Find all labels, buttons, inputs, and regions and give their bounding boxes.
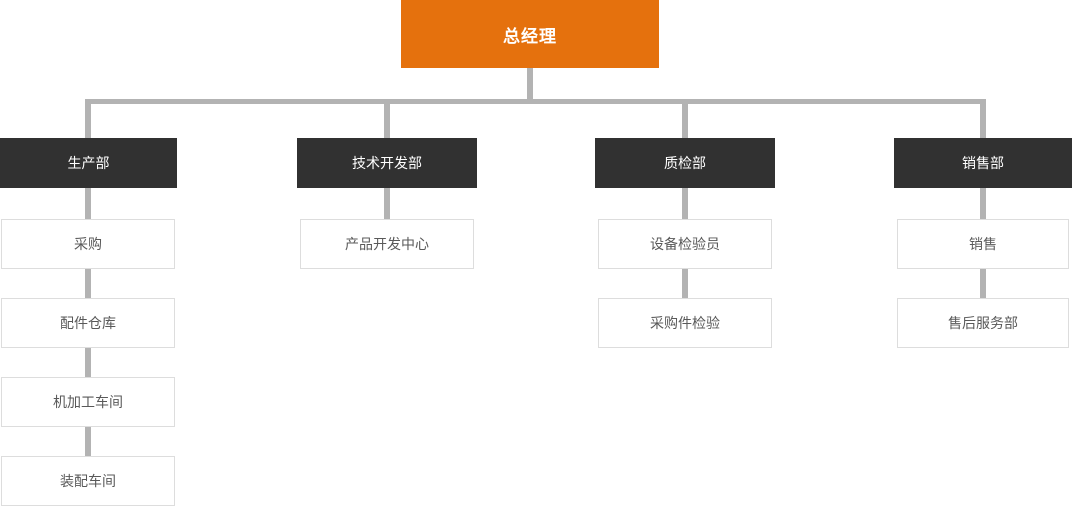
connector-horizontal-line bbox=[85, 99, 986, 104]
org-node-production-dept: 生产部 bbox=[0, 138, 177, 188]
connector-root-stub bbox=[527, 68, 533, 99]
org-node-parts-warehouse: 配件仓库 bbox=[1, 298, 175, 348]
connector-line bbox=[85, 427, 91, 456]
connector-line bbox=[682, 188, 688, 219]
org-node-equipment-inspector: 设备检验员 bbox=[598, 219, 772, 269]
org-node-procurement: 采购 bbox=[1, 219, 175, 269]
org-node-purchased-parts-inspection: 采购件检验 bbox=[598, 298, 772, 348]
org-node-quality-inspection-dept: 质检部 bbox=[595, 138, 775, 188]
connector-line bbox=[85, 348, 91, 377]
org-node-sales: 销售 bbox=[897, 219, 1069, 269]
org-node-after-sales-service-dept: 售后服务部 bbox=[897, 298, 1069, 348]
connector-line bbox=[682, 269, 688, 298]
connector-line bbox=[384, 188, 390, 219]
connector-drop-quality bbox=[682, 104, 688, 138]
connector-line bbox=[85, 269, 91, 298]
org-node-product-development-center: 产品开发中心 bbox=[300, 219, 474, 269]
connector-line bbox=[980, 188, 986, 219]
connector-drop-sales bbox=[980, 104, 986, 138]
org-node-technology-development-dept: 技术开发部 bbox=[297, 138, 477, 188]
org-node-general-manager: 总经理 bbox=[401, 0, 659, 68]
connector-drop-technology bbox=[384, 104, 390, 138]
org-node-assembly-workshop: 装配车间 bbox=[1, 456, 175, 506]
org-node-machining-workshop: 机加工车间 bbox=[1, 377, 175, 427]
connector-line bbox=[980, 269, 986, 298]
connector-line bbox=[85, 188, 91, 219]
org-node-sales-dept: 销售部 bbox=[894, 138, 1072, 188]
connector-drop-production bbox=[85, 104, 91, 138]
